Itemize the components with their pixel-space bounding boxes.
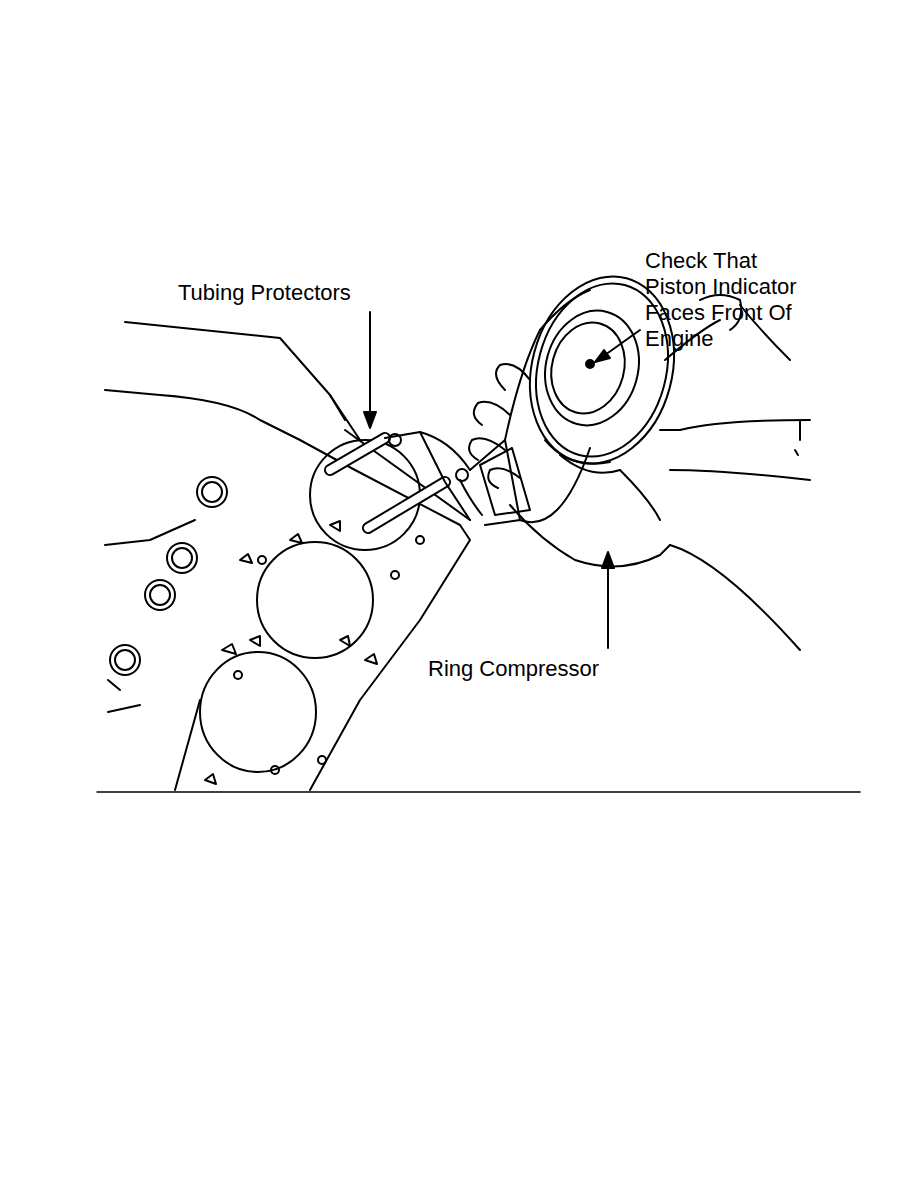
part-label: Ring Compressor [428, 656, 658, 682]
part-label: Tubing Protectors [178, 280, 408, 306]
note-label: Check That Piston Indicator Faces Front … [645, 248, 823, 352]
